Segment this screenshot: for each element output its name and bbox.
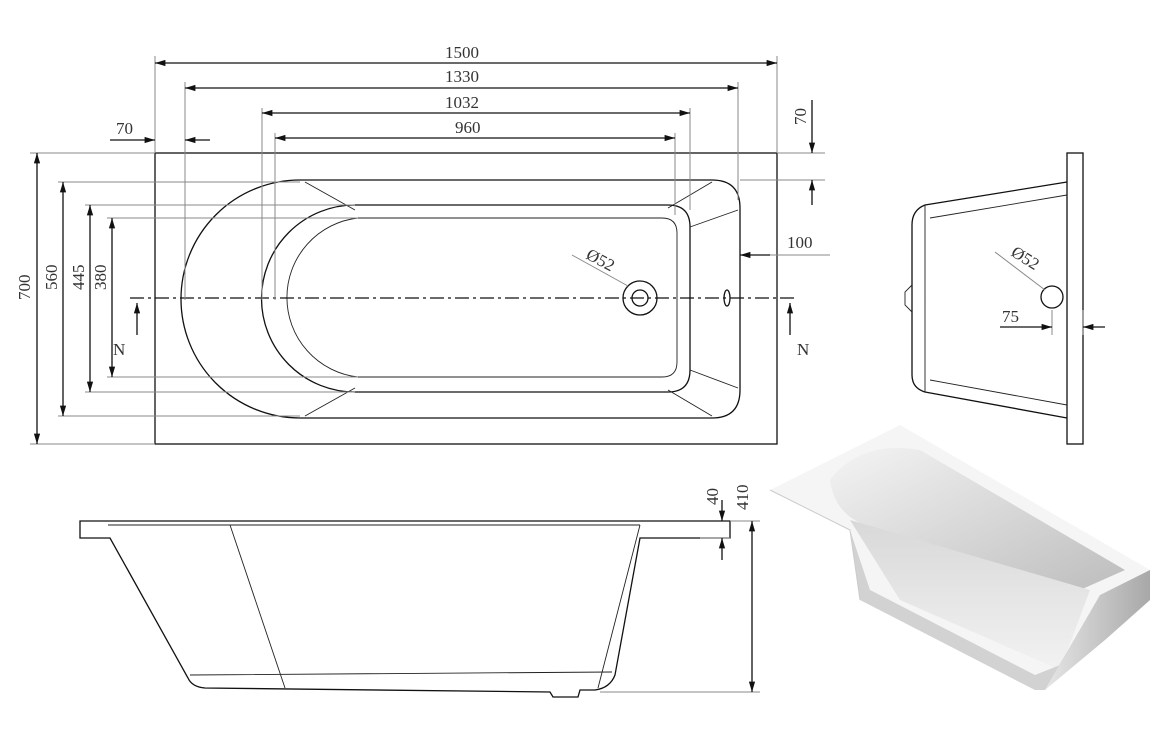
top-view: 1500 1330 1032 960 70 70 100 700 560 445 bbox=[15, 43, 830, 445]
overflow bbox=[723, 289, 731, 307]
end-view: Ø52 75 bbox=[904, 152, 1105, 445]
dim-75: 75 bbox=[1002, 307, 1019, 326]
end-drain-dia-label: Ø52 bbox=[1008, 242, 1043, 274]
dim-70-left: 70 bbox=[116, 119, 133, 138]
dim-40: 40 bbox=[703, 488, 722, 505]
dim-100: 100 bbox=[787, 233, 813, 252]
dim-1330: 1330 bbox=[445, 67, 479, 86]
bath-render bbox=[769, 425, 1150, 690]
dim-560: 560 bbox=[42, 265, 61, 291]
drain-inner bbox=[631, 289, 649, 307]
dim-410: 410 bbox=[733, 485, 752, 511]
dim-1032: 1032 bbox=[445, 93, 479, 112]
dim-70-right: 70 bbox=[791, 108, 810, 125]
top-bowl-outline bbox=[180, 179, 741, 419]
dim-960: 960 bbox=[455, 118, 481, 137]
drain-dia-label: Ø52 bbox=[583, 245, 618, 276]
section-mark-right: N bbox=[797, 340, 809, 359]
side-view: 40 410 bbox=[79, 485, 760, 698]
dim-445: 445 bbox=[69, 265, 88, 291]
drain-outer bbox=[622, 280, 658, 316]
dim-380: 380 bbox=[91, 265, 110, 291]
dim-700: 700 bbox=[15, 275, 34, 301]
dim-1500: 1500 bbox=[445, 43, 479, 62]
section-mark-left: N bbox=[113, 340, 125, 359]
end-drain bbox=[1040, 285, 1064, 309]
